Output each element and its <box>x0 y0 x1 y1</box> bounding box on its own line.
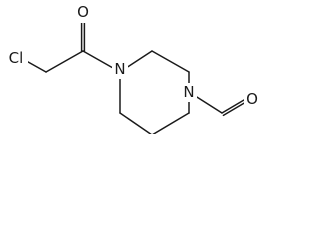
bond-ch2-carbonyl <box>45 50 84 73</box>
bond-formyl-oxygen <box>221 99 245 114</box>
bond-formyl-oxygen-second <box>222 101 247 117</box>
chlorine-atom: Cl <box>4 49 28 68</box>
bond-ring-n4-c5 <box>152 112 190 134</box>
acyl-oxygen-label: O <box>77 3 89 21</box>
bond-carbonyl-n <box>82 50 114 69</box>
acyl-nitrogen-atom: N <box>112 60 128 79</box>
bonds <box>20 18 247 134</box>
acyl-nitrogen-label: N <box>114 60 125 78</box>
formyl-nitrogen-label: N <box>183 83 194 101</box>
formyl-nitrogen-atom: N <box>181 83 197 102</box>
formyl-oxygen-atom: O <box>244 90 260 109</box>
atoms: Cl O N N O <box>4 3 260 109</box>
bond-ring-c5-c6 <box>119 112 152 134</box>
acyl-oxygen-atom: O <box>76 3 91 23</box>
formyl-oxygen-label: O <box>246 90 258 108</box>
chemical-structure: Cl O N N O <box>4 3 260 134</box>
chlorine-label: Cl <box>9 49 24 67</box>
bond-ring-c2-c3 <box>151 50 190 73</box>
